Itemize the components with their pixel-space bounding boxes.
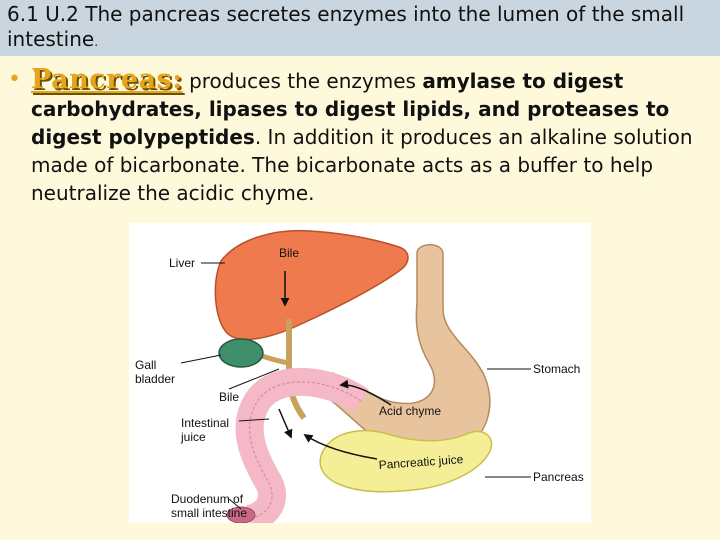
slide-title: 6.1 U.2 The pancreas secretes enzymes in… [7,2,713,55]
pancreatic-juice-arrow [303,434,378,460]
term-pancreas: Pancreas: [31,64,183,95]
label-duodenum-2: small intestine [171,506,247,520]
acid-chyme-arrow [339,379,392,406]
bile-bottom-leader [228,368,280,390]
label-bile-top: Bile [279,246,299,260]
bullet-block: • Pancreas: produces the enzymes amylase… [8,66,713,207]
label-duodenum-1: Duodenum of [171,492,244,506]
bullet-icon: • [8,67,21,92]
label-pancreatic-juice: Pancreatic juice [378,452,464,472]
gall-leader [180,354,222,364]
title-bar [0,0,720,56]
duodenum-leader [228,498,242,510]
para-bold-enzymes: amylase to digest carbohydrates, lipases… [31,69,670,149]
juice-leader [238,418,270,422]
slide-title-period: . [94,35,99,49]
label-liver: Liver [169,256,195,270]
label-acid-chyme: Acid chyme [379,404,441,418]
label-juice-1: Intestinal [181,416,229,430]
digestive-diagram-svg: Liver Bile Gall bladder Bile Intestinal … [135,229,584,523]
label-juice-2: juice [180,430,206,444]
duodenum-opening [226,506,256,523]
bile-duct-gall [258,352,290,366]
para-text-1: produces the enzymes [182,69,423,93]
pancreas-shape [319,430,493,493]
label-stomach: Stomach [533,362,580,376]
gallbladder-shape [218,338,264,368]
label-gall-1: Gall [135,358,156,372]
label-gall-2: bladder [135,372,175,386]
bullet-paragraph: Pancreas: produces the enzymes amylase t… [8,66,713,207]
intestinal-juice-arrow [278,408,293,439]
para-text-2: . In addition it produces an alkaline so… [31,125,693,205]
slide-title-text: 6.1 U.2 The pancreas secretes enzymes in… [7,2,685,51]
label-bile-bottom: Bile [219,390,239,404]
liver-shape [214,229,409,341]
duodenum-shape [235,368,369,523]
label-pancreas: Pancreas [533,470,584,484]
digestive-diagram: Liver Bile Gall bladder Bile Intestinal … [129,223,591,523]
